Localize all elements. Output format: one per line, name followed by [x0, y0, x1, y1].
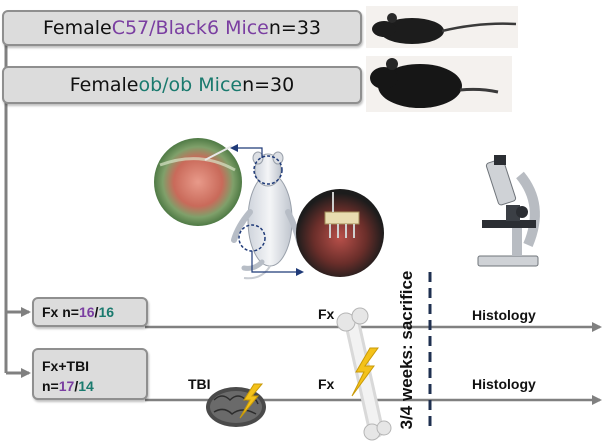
group-strain-c57: C57/Black6 Mice: [111, 17, 269, 39]
histology-label-top: Histology: [472, 307, 536, 323]
arm-n-sep: /: [74, 378, 79, 394]
histology-label-bottom: Histology: [472, 376, 536, 392]
mouse-diagram-icon: [230, 144, 304, 280]
surgery-photo: [154, 138, 242, 226]
arm-n-obob: 14: [78, 378, 94, 394]
group-count: n=33: [268, 17, 322, 39]
group-prefix: Female: [42, 17, 112, 39]
group-count: n=30: [242, 74, 295, 96]
microscope-icon: [477, 155, 540, 267]
arm-n-prefix: n=: [42, 378, 59, 394]
arm-n-prefix: n=: [62, 304, 79, 320]
mouse-icon: [366, 6, 518, 48]
arm-box-fxtbi: Fx+TBI n=17/14: [32, 348, 148, 400]
fx-label-bottom: Fx: [318, 376, 335, 392]
sacrifice-label: 3/4 weeks: sacrifice: [397, 270, 416, 430]
group-strain-obob: ob/ob Mice: [138, 74, 243, 96]
arm-n-sep: /: [94, 304, 99, 320]
arm-n-c57: 16: [78, 304, 95, 320]
arm-name: Fx+TBI: [42, 358, 90, 374]
arm-n-obob: 16: [98, 304, 115, 320]
lightning-icon: [239, 383, 264, 419]
fixator-photo: [296, 189, 384, 277]
lightning-icon: [351, 347, 379, 397]
tbi-label: TBI: [188, 376, 211, 392]
arm-n-c57: 17: [58, 378, 75, 394]
group-box-obob: Female ob/ob Mice n=30: [2, 66, 362, 104]
arm-box-fx: Fx n=16/16: [32, 297, 148, 327]
group-prefix: Female: [69, 74, 139, 96]
arm-name: Fx: [42, 304, 59, 320]
group-box-c57: Female C57/Black6 Mice n=33: [2, 10, 362, 46]
fx-label-top: Fx: [318, 306, 335, 322]
brain-icon: [206, 383, 266, 427]
mouse-icon: [366, 56, 512, 112]
